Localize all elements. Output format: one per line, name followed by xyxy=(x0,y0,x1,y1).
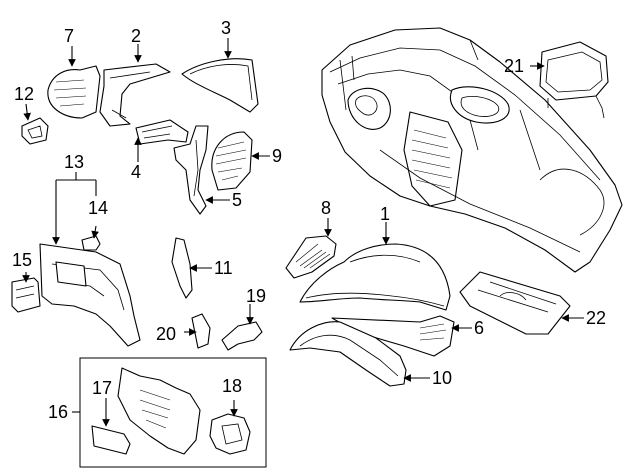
callout-7: 7 xyxy=(64,26,74,46)
instrument-panel-assembly xyxy=(321,27,623,273)
callout-13: 13 xyxy=(64,152,84,172)
callout-9: 9 xyxy=(272,146,282,166)
callout-5: 5 xyxy=(232,190,242,210)
part-5-trim xyxy=(173,125,209,215)
callout-22: 22 xyxy=(586,308,606,328)
callout-1: 1 xyxy=(380,204,390,224)
part-11-bracket xyxy=(171,237,193,299)
part-10-lower-trim xyxy=(289,321,407,387)
leader-lines xyxy=(22,38,584,427)
part-7-vent xyxy=(47,65,101,119)
callout-19: 19 xyxy=(246,286,266,306)
callout-6: 6 xyxy=(474,318,484,338)
callout-17: 17 xyxy=(92,378,112,398)
callout-10: 10 xyxy=(432,368,452,388)
part-8-vent xyxy=(285,235,337,279)
part-12-clip xyxy=(21,117,49,145)
callout-16: 16 xyxy=(48,402,68,422)
callout-14: 14 xyxy=(88,198,108,218)
part-22-tray xyxy=(459,271,571,335)
callout-20: 20 xyxy=(156,324,176,344)
callout-8: 8 xyxy=(321,198,331,218)
callout-4: 4 xyxy=(131,162,141,182)
detail-box xyxy=(79,357,267,468)
part-1-panel xyxy=(299,243,451,311)
callout-21: 21 xyxy=(504,56,524,76)
callout-12: 12 xyxy=(14,84,34,104)
part-13-lower-panel xyxy=(39,243,141,347)
part-9-vent xyxy=(211,131,253,191)
part-21-airbag-module xyxy=(539,41,609,119)
callout-18: 18 xyxy=(222,376,242,396)
part-2-cover xyxy=(99,63,171,127)
callout-3: 3 xyxy=(221,18,231,38)
part-15-cover xyxy=(11,277,41,313)
callout-2: 2 xyxy=(131,26,141,46)
callout-15: 15 xyxy=(12,250,32,270)
callout-labels: 7 2 3 12 4 5 9 13 14 15 11 19 20 8 1 6 1… xyxy=(12,18,606,422)
callout-11: 11 xyxy=(214,258,233,278)
part-4-shroud xyxy=(135,119,189,145)
part-19-bracket xyxy=(221,321,263,351)
part-3-garnish xyxy=(181,58,259,113)
part-14-clip xyxy=(81,235,101,251)
part-20-bracket xyxy=(191,313,211,349)
